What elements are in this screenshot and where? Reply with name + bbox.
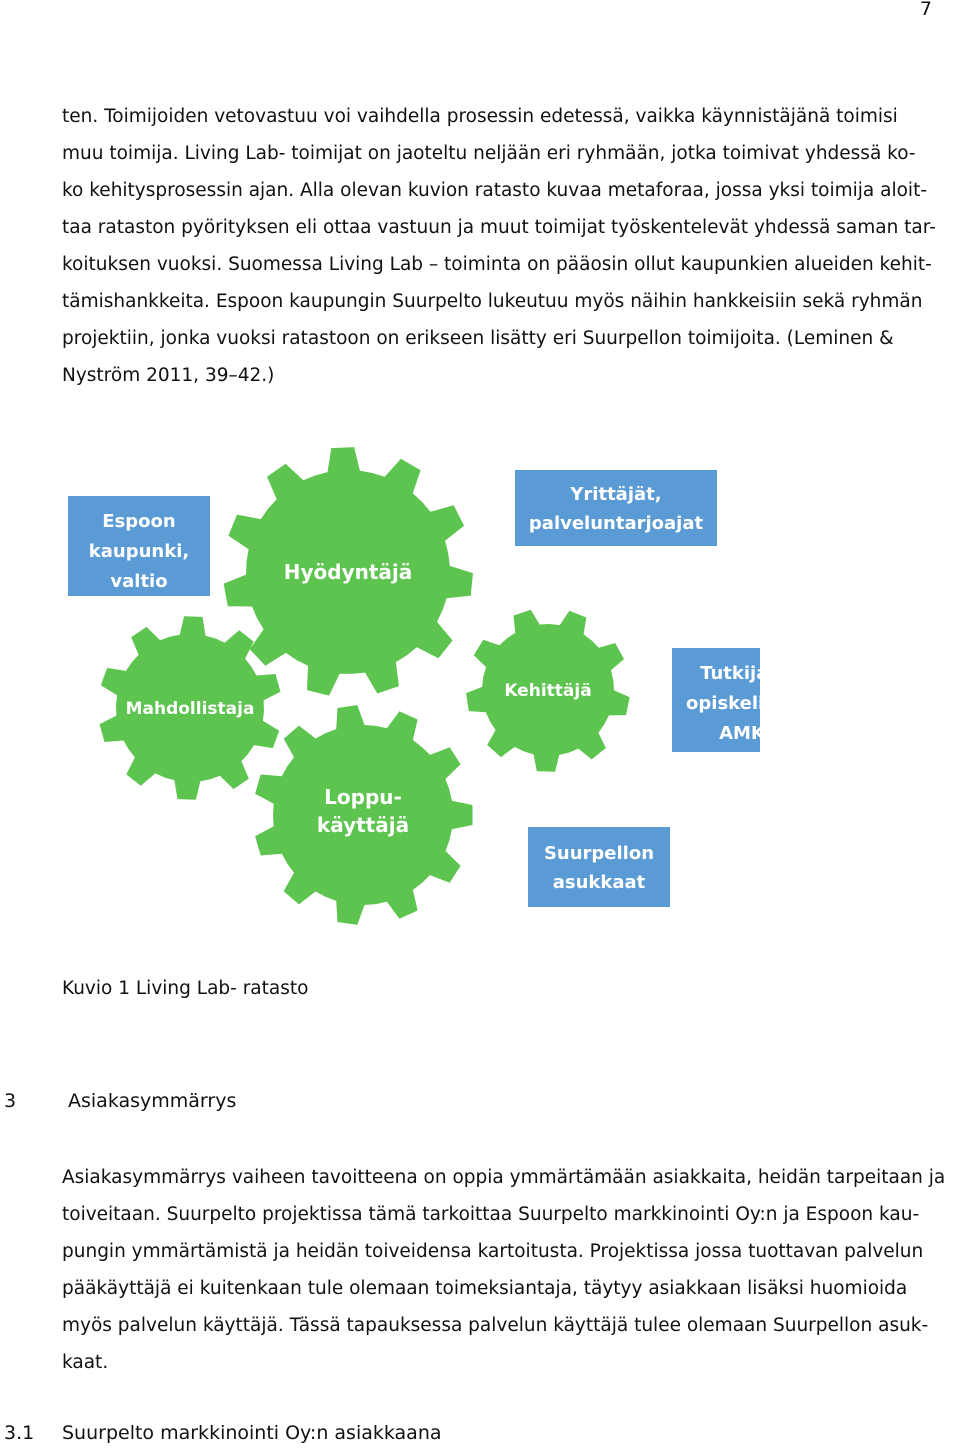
box-suurpelto (528, 827, 670, 907)
box-tutkijat (672, 648, 760, 752)
section-heading-3-1: 3.1 Suurpelto markkinointi Oy:n asiakkaa… (4, 1422, 504, 1448)
paragraph-line: myös palvelun käyttäjä. Tässä tapauksess… (62, 1315, 929, 1336)
box-label-yrittajat-line1: Yrittäjät, (569, 484, 661, 505)
paragraph-line: kaat. (62, 1352, 109, 1373)
section-3-paragraph: Asiakasymmärrys vaiheen tavoitteena on o… (62, 1159, 960, 1381)
paragraph-line: ten. Toimijoiden vetovastuu voi vaihdell… (62, 106, 898, 127)
box-label-tutkijat-line3: AMK (719, 723, 760, 744)
box-label-suurpelto-line2: asukkaat (553, 872, 646, 893)
gear-label-loppukayttaja-line1: Loppu- (324, 785, 402, 809)
paragraph-line: muu toimija. Living Lab- toimijat on jao… (62, 143, 916, 164)
figure-caption: Kuvio 1 Living Lab- ratasto (62, 978, 309, 999)
page-number: 7 (919, 0, 932, 20)
box-yrittajat (515, 470, 717, 546)
paragraph-line: ko kehitysprosessin ajan. Alla olevan ku… (62, 180, 927, 201)
box-label-espoo-line1: Espoon (102, 511, 175, 532)
paragraph-line: taa rataston pyörityksen eli ottaa vastu… (62, 217, 936, 238)
paragraph-line: projektiin, jonka vuoksi ratastoon on er… (62, 328, 894, 349)
box-label-espoo-line3: valtio (110, 571, 167, 592)
gear-label-loppukayttaja-line2: käyttäjä (317, 813, 409, 837)
box-espoo (68, 496, 210, 596)
box-label-tutkijat-line1: Tutkijat, (700, 663, 760, 684)
gear-loppukayttaja (255, 705, 473, 925)
gear-label-hyodyntaja: Hyödyntäjä (284, 560, 413, 584)
paragraph-line: tämishankkeita. Espoon kaupungin Suurpel… (62, 291, 923, 312)
living-lab-gear-figure: Hyödyntäjä Mahdollistaja Kehittäjä Loppu… (60, 440, 760, 940)
section-heading-3: 3 Asiakasymmärrys (4, 1090, 404, 1116)
paragraph-line: koituksen vuoksi. Suomessa Living Lab – … (62, 254, 932, 275)
gear-label-mahdollistaja: Mahdollistaja (126, 699, 255, 719)
box-label-suurpelto-line1: Suurpellon (544, 843, 654, 864)
paragraph-line: pääkäyttäjä ei kuitenkaan tule olemaan t… (62, 1278, 908, 1299)
box-label-espoo-line2: kaupunki, (89, 541, 189, 562)
gear-label-kehittaja: Kehittäjä (504, 681, 591, 701)
gear-kehittaja (466, 609, 630, 772)
box-label-tutkijat-line2: opiskelijat, (686, 693, 760, 714)
box-label-yrittajat-line2: palveluntarjoajat (529, 513, 704, 534)
paragraph-line: pungin ymmärtämistä ja heidän toiveidens… (62, 1241, 924, 1262)
section-number: 3.1 (4, 1422, 35, 1444)
paragraph-line: Asiakasymmärrys vaiheen tavoitteena on o… (62, 1167, 946, 1188)
gear-mahdollistaja (99, 616, 281, 800)
intro-paragraph: ten. Toimijoiden vetovastuu voi vaihdell… (62, 98, 960, 394)
paragraph-line: Nyström 2011, 39–42.) (62, 365, 275, 386)
paragraph-line: toiveitaan. Suurpelto projektissa tämä t… (62, 1204, 920, 1225)
section-number: 3 (4, 1090, 17, 1112)
gear-hyodyntaja (223, 447, 473, 696)
section-title: Suurpelto markkinointi Oy:n asiakkaana (62, 1422, 442, 1444)
section-title: Asiakasymmärrys (68, 1090, 237, 1112)
gear-diagram: Hyödyntäjä Mahdollistaja Kehittäjä Loppu… (68, 447, 760, 925)
